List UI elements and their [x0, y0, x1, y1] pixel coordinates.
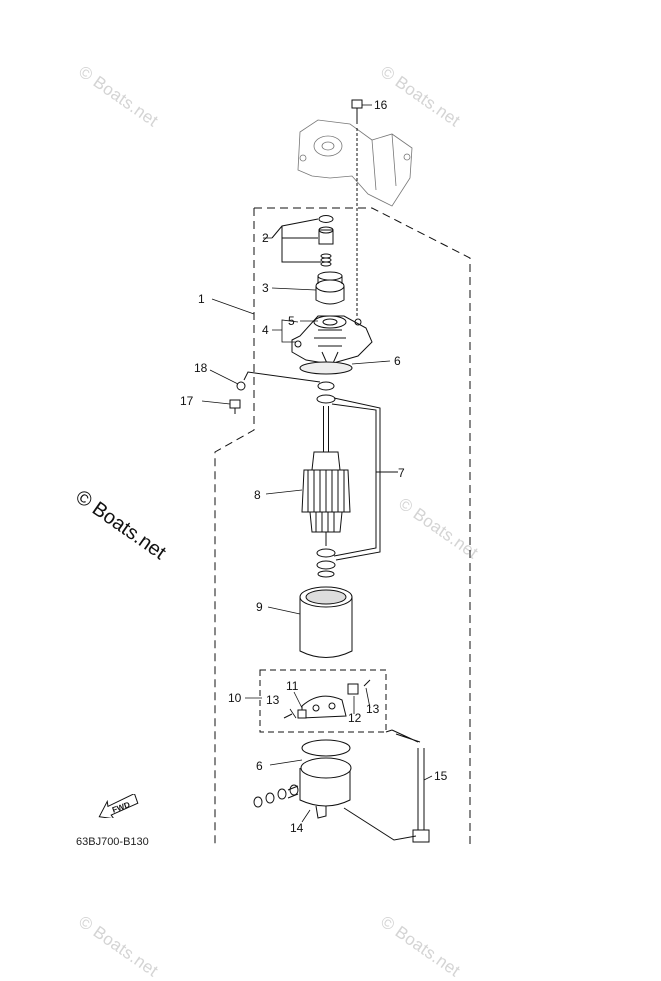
- figure-code: 63BJ700-B130: [76, 836, 149, 848]
- brush-holder-11: [283, 679, 371, 719]
- fwd-label: FWD: [111, 800, 131, 815]
- callout-18: 18: [194, 361, 208, 375]
- rear-cover-14: [287, 757, 352, 819]
- callout-4: 4: [262, 323, 269, 337]
- spring-2: [320, 253, 332, 267]
- callout-13-right: 13: [366, 702, 380, 716]
- callout-16: 16: [374, 98, 388, 112]
- armature-8: [301, 406, 351, 546]
- brush-springs: [253, 784, 299, 808]
- callout-7: 7: [398, 466, 405, 480]
- o-ring-6-top: [299, 361, 353, 375]
- callout-2: 2: [262, 231, 269, 245]
- washer-2: [318, 215, 334, 223]
- starter-motor-exploded-diagram: [201, 99, 471, 845]
- bush-2: [318, 229, 334, 245]
- brush-holder-box-10: [259, 669, 387, 733]
- bolt-17: [229, 399, 241, 414]
- mounting-bracket: [297, 119, 413, 207]
- callout-9: 9: [256, 600, 263, 614]
- callout-8: 8: [254, 488, 261, 502]
- callout-13-left: 13: [266, 693, 280, 707]
- callout-3: 3: [262, 281, 269, 295]
- callout-17: 17: [180, 394, 194, 408]
- callout-6-top: 6: [394, 354, 401, 368]
- callout-14: 14: [290, 821, 304, 835]
- pinion-gear-3: [315, 271, 345, 305]
- bolt-16: [351, 99, 363, 318]
- washer-7b: [316, 394, 336, 404]
- callout-6-bottom: 6: [256, 759, 263, 773]
- through-bolt-15: [343, 729, 430, 843]
- callout-10: 10: [228, 691, 242, 705]
- callout-1: 1: [198, 292, 205, 306]
- callout-11: 11: [286, 679, 299, 693]
- o-ring-6-bottom: [301, 739, 351, 757]
- callout-12: 12: [348, 711, 362, 725]
- assembly-outline: [214, 207, 471, 845]
- callout-5: 5: [288, 314, 295, 328]
- washer-18: [236, 381, 246, 391]
- front-housing-4: [291, 315, 373, 372]
- yoke-9: [299, 586, 353, 658]
- washer-7a: [317, 381, 335, 391]
- callout-15: 15: [434, 769, 448, 783]
- leader-lines: [201, 104, 433, 823]
- fwd-arrow-icon: FWD: [98, 794, 139, 818]
